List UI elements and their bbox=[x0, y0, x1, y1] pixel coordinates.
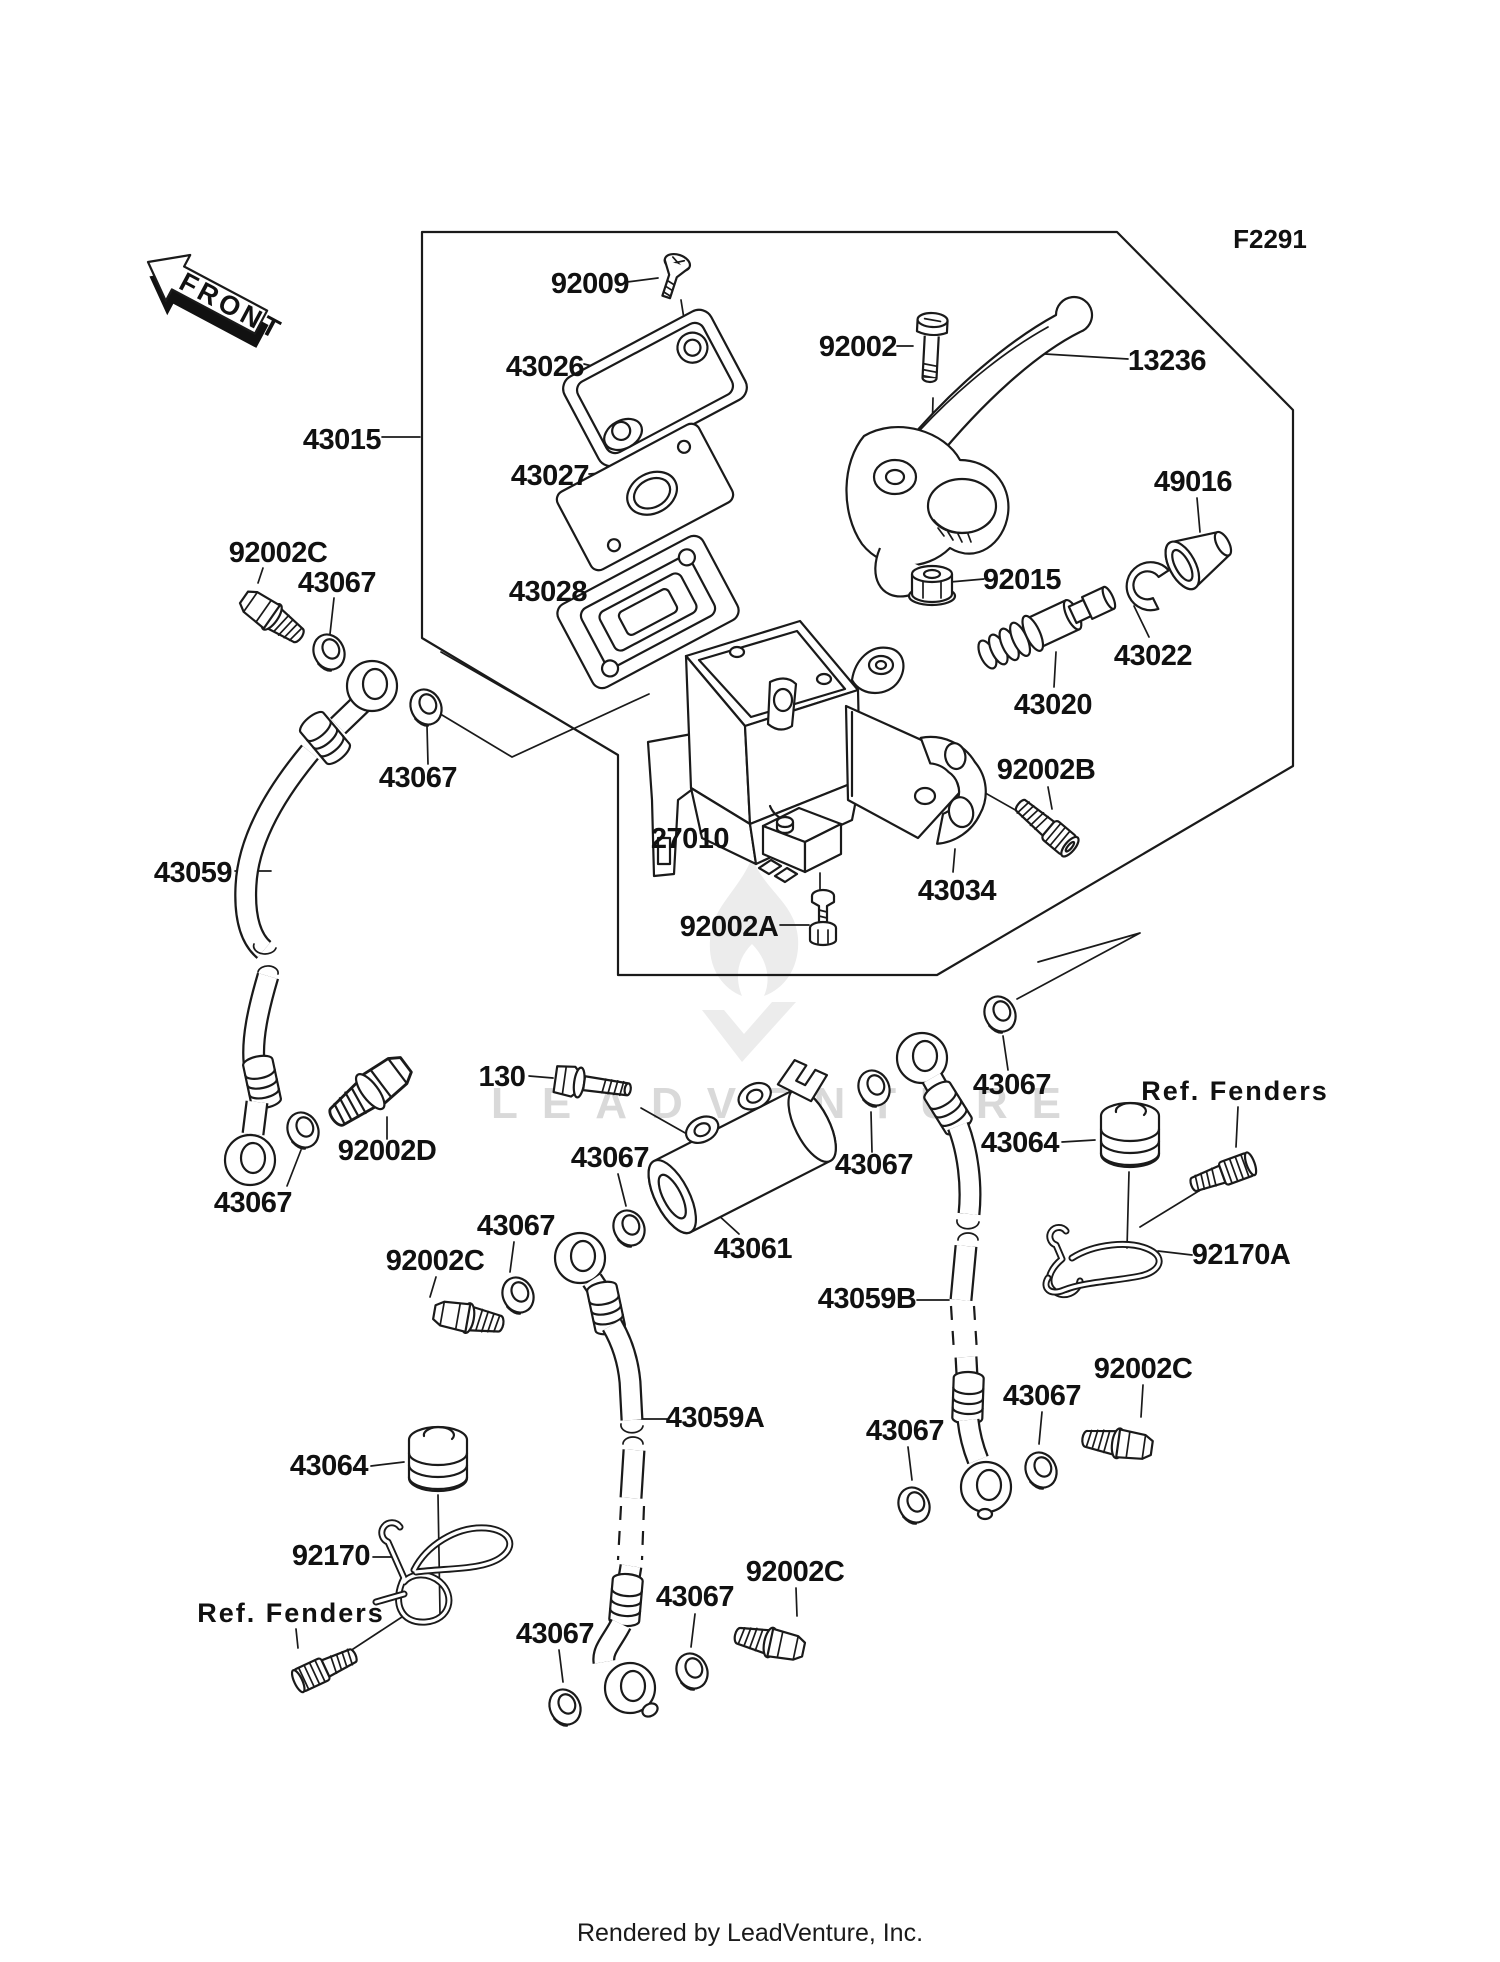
part-bolt-92002b bbox=[1009, 793, 1083, 861]
part-brake-hose-43059 bbox=[223, 659, 399, 1187]
part-label-43027: 43027 bbox=[511, 460, 589, 492]
part-washer-43067-g bbox=[977, 990, 1023, 1038]
part-washer-43067-j bbox=[542, 1683, 588, 1731]
part-brake-hose-43059b bbox=[895, 1031, 1013, 1521]
part-label-130: 130 bbox=[479, 1061, 526, 1093]
part-washer-43067-d bbox=[606, 1204, 652, 1252]
part-screw-92009 bbox=[661, 252, 692, 300]
part-label-92170a: 92170A bbox=[1192, 1239, 1291, 1271]
part-piston-set-43020 bbox=[977, 585, 1117, 670]
part-label-92009: 92009 bbox=[551, 268, 630, 300]
part-label-43067-e: 43067 bbox=[477, 1210, 555, 1242]
part-label-13236: 13236 bbox=[1128, 345, 1207, 377]
part-label-43064-left: 43064 bbox=[290, 1450, 369, 1482]
front-direction-arrow: FRONT bbox=[146, 253, 288, 348]
part-label-43020: 43020 bbox=[1014, 689, 1092, 721]
part-label-ref-fenders-right: Ref. Fenders bbox=[1141, 1076, 1329, 1106]
part-label-43067-k: 43067 bbox=[656, 1581, 734, 1613]
part-banjo-bolt-92002c-mid-left bbox=[430, 1296, 507, 1341]
part-clamp-43034 bbox=[919, 735, 987, 845]
part-label-43067-g: 43067 bbox=[973, 1069, 1051, 1101]
part-circlip-43022 bbox=[1125, 561, 1170, 612]
part-label-43015: 43015 bbox=[303, 424, 382, 456]
part-label-27010: 27010 bbox=[651, 823, 729, 855]
part-washer-43067-a bbox=[306, 628, 352, 676]
part-label-92015: 92015 bbox=[983, 564, 1062, 596]
part-banjo-bolt-92002c-bottom-middle bbox=[730, 1619, 808, 1666]
part-label-43026: 43026 bbox=[506, 351, 585, 383]
part-pivot-bolt-92002 bbox=[915, 311, 949, 384]
part-label-92002c-bottom-middle: 92002C bbox=[746, 1556, 845, 1588]
part-bolt-92002d bbox=[319, 1047, 420, 1137]
part-label-43061: 43061 bbox=[714, 1233, 793, 1265]
part-diaphragm-43028 bbox=[556, 534, 740, 690]
part-washer-43067-h bbox=[891, 1481, 937, 1529]
part-fender-screw-left bbox=[288, 1642, 362, 1695]
part-screw-92002a bbox=[808, 888, 838, 947]
part-label-92002: 92002 bbox=[819, 331, 897, 363]
part-label-43034: 43034 bbox=[918, 875, 997, 907]
part-label-43059: 43059 bbox=[154, 857, 233, 889]
part-washer-43067-b bbox=[403, 683, 449, 731]
part-label-ref-fenders-left: Ref. Fenders bbox=[197, 1598, 385, 1628]
part-washer-43067-i bbox=[1018, 1446, 1064, 1494]
part-washer-43067-k bbox=[669, 1647, 715, 1695]
part-label-43067-c: 43067 bbox=[214, 1187, 292, 1219]
part-spring-43064-left bbox=[407, 1425, 469, 1493]
part-label-92170: 92170 bbox=[292, 1540, 370, 1572]
part-label-43067-j: 43067 bbox=[516, 1618, 594, 1650]
part-label-43022: 43022 bbox=[1114, 640, 1192, 672]
part-label-43067-i: 43067 bbox=[1003, 1380, 1081, 1412]
part-clip-92170 bbox=[372, 1519, 514, 1626]
part-label-92002c-top-left: 92002C bbox=[229, 537, 328, 569]
part-clamp-bolt-130 bbox=[552, 1065, 632, 1099]
watermark-v-icon bbox=[702, 1002, 796, 1062]
part-label-92002a: 92002A bbox=[680, 911, 779, 943]
part-cap-43026 bbox=[562, 308, 748, 468]
part-label-92002d: 92002D bbox=[338, 1135, 437, 1167]
part-label-43067-h: 43067 bbox=[866, 1415, 944, 1447]
part-spring-43064-right bbox=[1099, 1101, 1161, 1169]
part-banjo-bolt-92002c-bottom-right bbox=[1079, 1422, 1155, 1465]
watermark-flame-icon bbox=[709, 858, 799, 996]
part-label-43059a: 43059A bbox=[666, 1402, 765, 1434]
part-clip-92170a bbox=[1042, 1224, 1163, 1299]
part-label-92002c-mid-left: 92002C bbox=[386, 1245, 485, 1277]
part-brake-hose-43059a bbox=[553, 1231, 659, 1718]
part-washer-43067-e bbox=[495, 1271, 541, 1319]
figure-code: F2291 bbox=[1233, 224, 1307, 254]
part-label-43067-a: 43067 bbox=[298, 567, 376, 599]
part-cylinder-holder-43061 bbox=[647, 1059, 837, 1235]
part-brake-lever-13236 bbox=[845, 295, 1094, 598]
part-nut-92015 bbox=[907, 564, 957, 607]
footer-credit: Rendered by LeadVenture, Inc. bbox=[577, 1919, 923, 1947]
part-label-92002c-bottom-right: 92002C bbox=[1094, 1353, 1193, 1385]
part-label-43067-f: 43067 bbox=[835, 1149, 913, 1181]
part-switch-27010 bbox=[757, 806, 843, 884]
part-label-43064-right: 43064 bbox=[981, 1127, 1060, 1159]
part-fender-screw-right bbox=[1186, 1150, 1260, 1198]
part-label-43067-b: 43067 bbox=[379, 762, 457, 794]
part-label-43059b: 43059B bbox=[818, 1283, 917, 1315]
part-plate-43027 bbox=[555, 422, 735, 572]
part-label-43028: 43028 bbox=[509, 576, 588, 608]
part-label-92002b: 92002B bbox=[997, 754, 1096, 786]
assembly-enclosure-outline bbox=[420, 230, 1295, 977]
part-boot-49016 bbox=[1164, 530, 1233, 591]
part-label-49016: 49016 bbox=[1154, 466, 1233, 498]
part-washer-43067-c bbox=[280, 1106, 326, 1154]
part-label-43067-d: 43067 bbox=[571, 1142, 649, 1174]
